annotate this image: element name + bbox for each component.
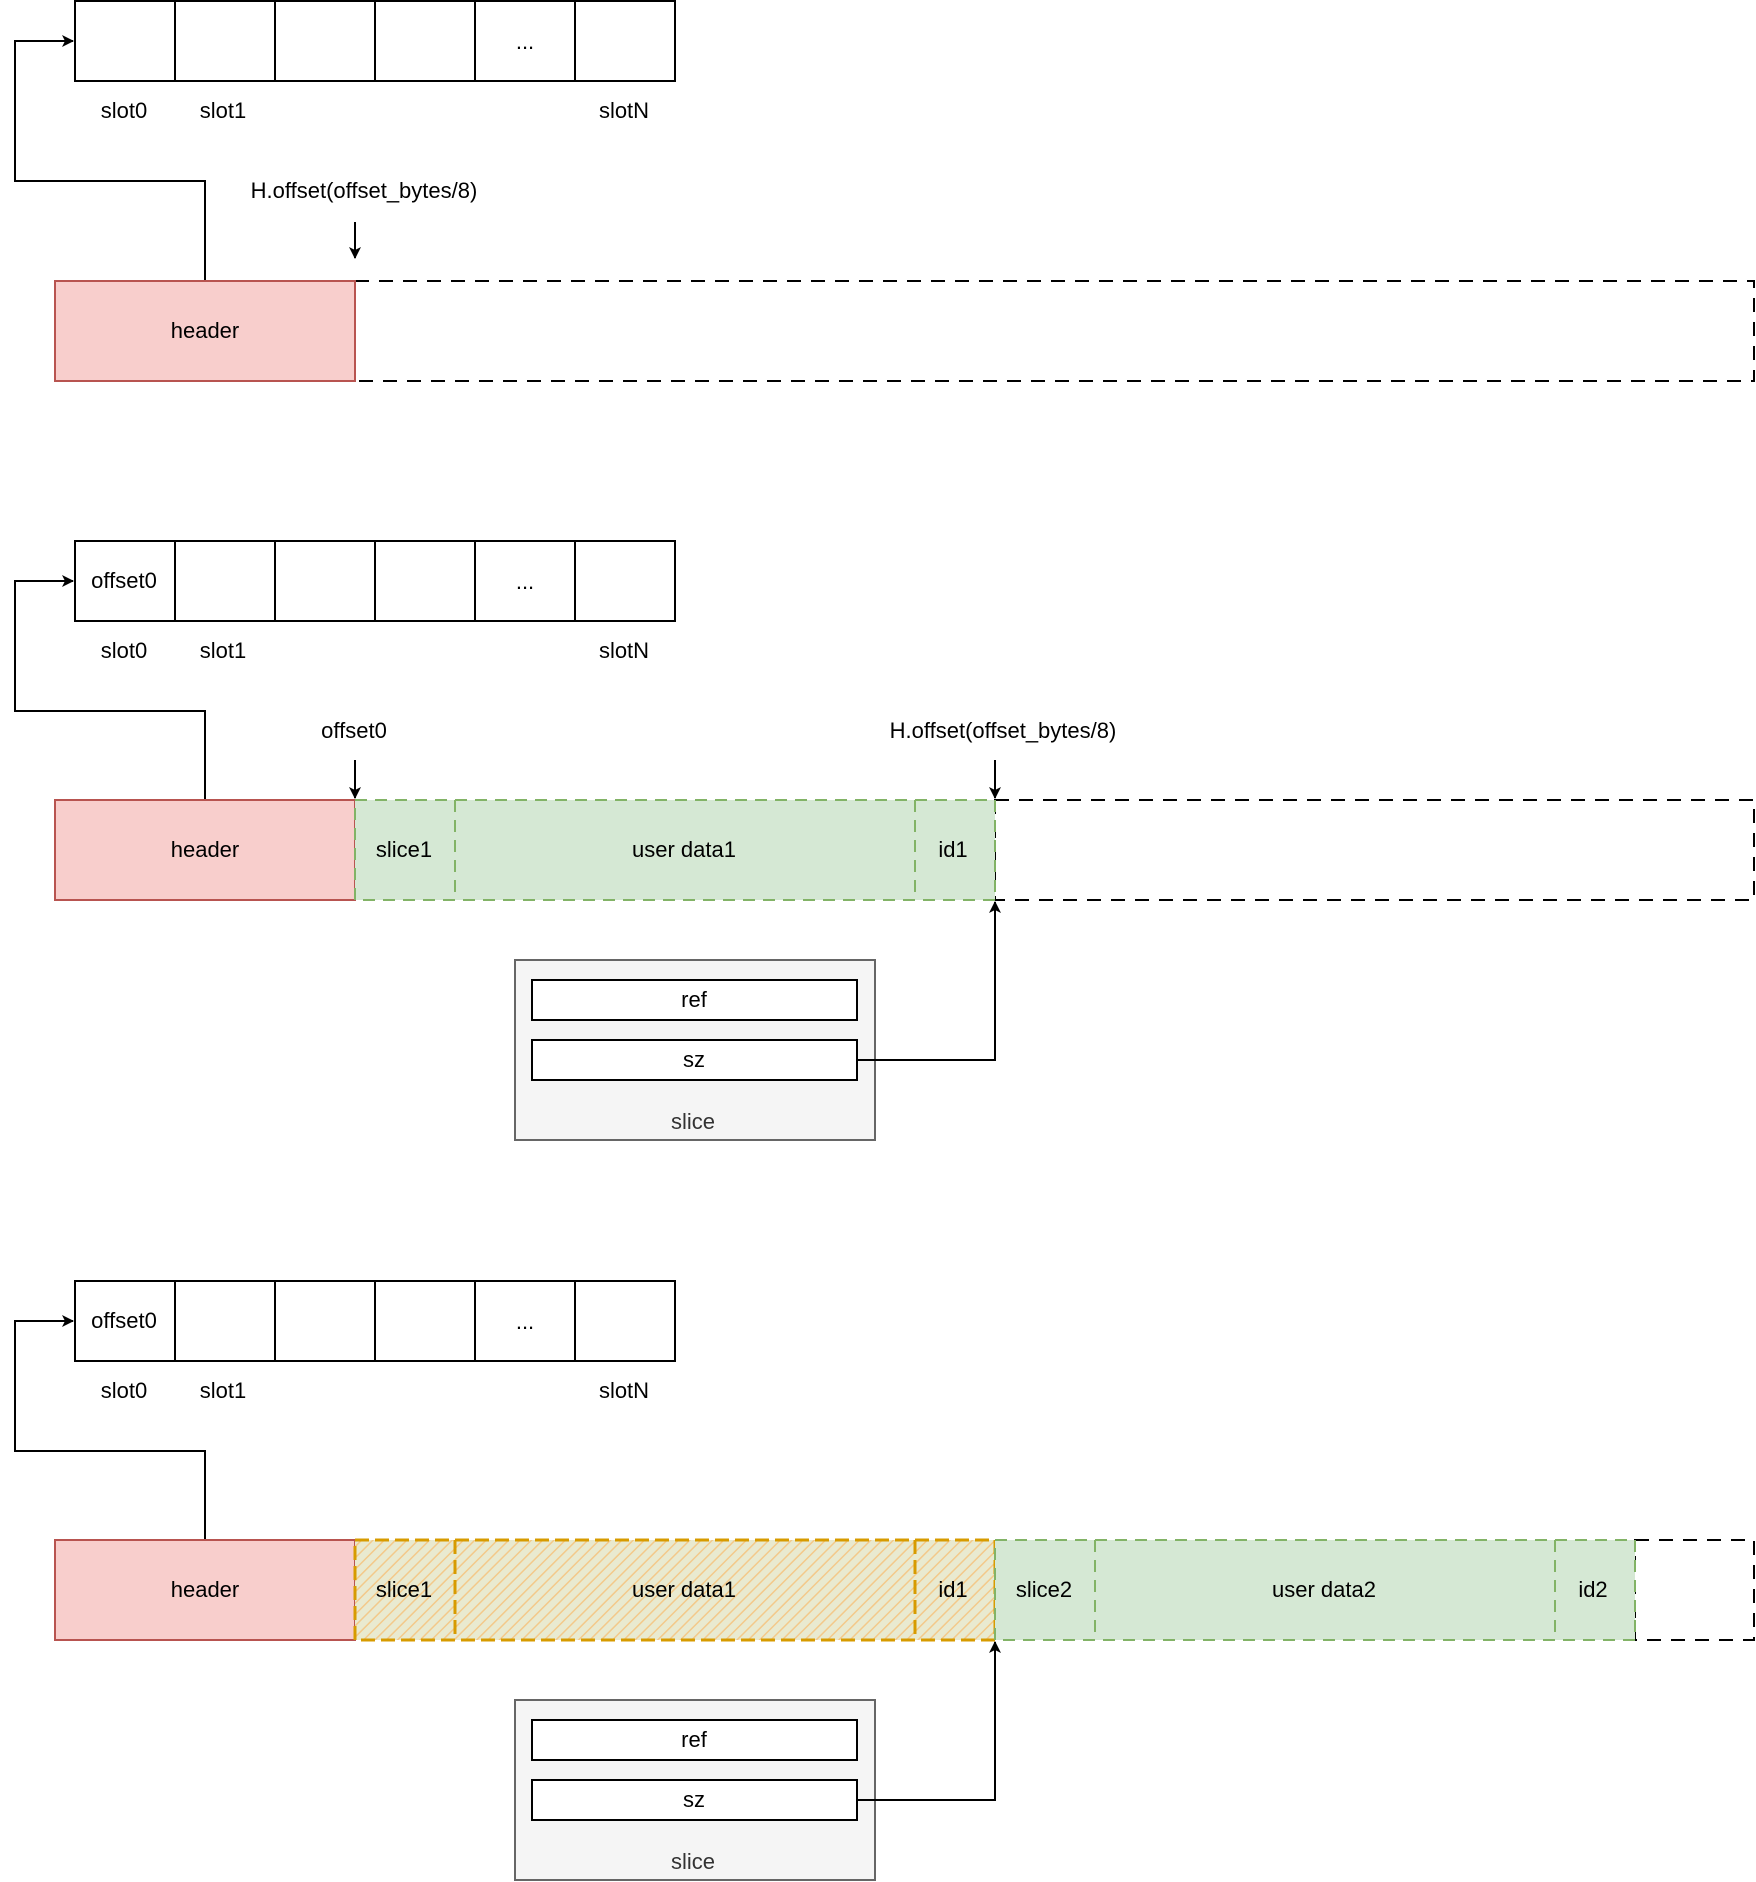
slot-cell-3: [374, 1280, 476, 1362]
slice-struct-caption: slice: [671, 1849, 715, 1874]
slice-struct-caption: slice: [671, 1109, 715, 1134]
slice-field-ref-label: ref: [681, 1727, 708, 1752]
free-space-region: [994, 799, 1755, 901]
slot-cell-3: [374, 540, 476, 622]
segment-slice1: slice1: [376, 1577, 432, 1602]
record-1: slice1 user data1 id1: [354, 799, 996, 901]
slot-cell-0: [74, 0, 176, 82]
slot-cell-4: [474, 0, 576, 82]
slot-label-slot0: slot0: [101, 1378, 147, 1403]
segment-id1: id1: [938, 837, 967, 862]
panel-1: ... slot0 slot1 slotN H.offset(offset_by…: [14, 0, 1755, 382]
slice-struct: ref sz slice: [514, 1699, 876, 1881]
slot-cell-0: [74, 1280, 176, 1362]
slot-label-slotN: slotN: [599, 1378, 649, 1403]
slice-field-ref: [531, 1719, 858, 1761]
slot-cell-1: [174, 540, 276, 622]
slot-label-slot0: slot0: [101, 638, 147, 663]
segment-slice2: slice2: [1016, 1577, 1072, 1602]
slot-label-slot0: slot0: [101, 98, 147, 123]
slice-field-sz-label: sz: [683, 1787, 705, 1812]
header-label: header: [171, 318, 240, 343]
slot-cell-5: [574, 540, 676, 622]
slice-field-ref-label: ref: [681, 987, 708, 1012]
slot-array: offset0 ...: [74, 540, 676, 622]
slot-label-slotN: slotN: [599, 638, 649, 663]
header-to-slots-connector: [14, 35, 206, 280]
slot-cell-1: [174, 1280, 276, 1362]
header-label: header: [171, 1577, 240, 1602]
freed-record-block: [353, 1538, 997, 1642]
header-block: [54, 280, 356, 382]
header-label: header: [171, 837, 240, 862]
slot-value-ellipsis: ...: [516, 29, 534, 54]
slice-struct: ref sz slice: [514, 959, 876, 1141]
free-space-region: [354, 280, 1755, 382]
pointer-label: H.offset(offset_bytes/8): [890, 718, 1117, 743]
header-block: [54, 799, 356, 901]
slot-value-ellipsis: ...: [516, 569, 534, 594]
header-block: [54, 1539, 356, 1641]
header-to-slots-connector: [14, 575, 206, 800]
slot-cell-2: [274, 540, 376, 622]
panel-2: offset0 ... slot0 slot1 slotN offset0 H.…: [14, 540, 1755, 1141]
slot-value-offset0: offset0: [91, 568, 157, 593]
segment-id2: id2: [1578, 1577, 1607, 1602]
slot-cell-5: [574, 1280, 676, 1362]
free-space-region: [1634, 1539, 1755, 1641]
record-2: slice2 user data2 id2: [994, 1539, 1636, 1641]
slice-field-sz: [531, 1779, 858, 1821]
slot-value-ellipsis: ...: [516, 1309, 534, 1334]
panel-3: offset0 ... slot0 slot1 slotN header sli…: [14, 1280, 1755, 1881]
sz-to-record-end-connector: [857, 1641, 1001, 1801]
slot-label-slot1: slot1: [200, 1378, 246, 1403]
offset0-label: offset0: [321, 718, 387, 743]
slot-cell-1: [174, 0, 276, 82]
slice-field-sz: [531, 1039, 858, 1081]
segment-slice1: slice1: [376, 837, 432, 862]
slot-cell-0: [74, 540, 176, 622]
slot-array: offset0 ...: [74, 1280, 676, 1362]
slot-label-slot1: slot1: [200, 98, 246, 123]
slot-cell-4: [474, 540, 576, 622]
freed-record-1: slice1 user data1 id1: [353, 1538, 997, 1642]
segment-id1: id1: [938, 1577, 967, 1602]
slice-field-ref: [531, 979, 858, 1021]
sz-to-record-end-connector: [857, 901, 1001, 1061]
slot-cell-3: [374, 0, 476, 82]
slot-label-slotN: slotN: [599, 98, 649, 123]
record-block: [994, 1539, 1636, 1641]
slot-label-slot1: slot1: [200, 638, 246, 663]
header-to-slots-connector: [14, 1315, 206, 1540]
segment-user-data1: user data1: [632, 1577, 736, 1602]
slice-field-sz-label: sz: [683, 1047, 705, 1072]
segment-user-data2: user data2: [1272, 1577, 1376, 1602]
slot-cell-5: [574, 0, 676, 82]
record-block: [354, 799, 996, 901]
slot-cell-2: [274, 1280, 376, 1362]
pointer-label: H.offset(offset_bytes/8): [251, 178, 478, 203]
slot-value-offset0: offset0: [91, 1308, 157, 1333]
segment-user-data1: user data1: [632, 837, 736, 862]
slot-cell-2: [274, 0, 376, 82]
slot-array: ...: [74, 0, 676, 82]
slot-cell-4: [474, 1280, 576, 1362]
